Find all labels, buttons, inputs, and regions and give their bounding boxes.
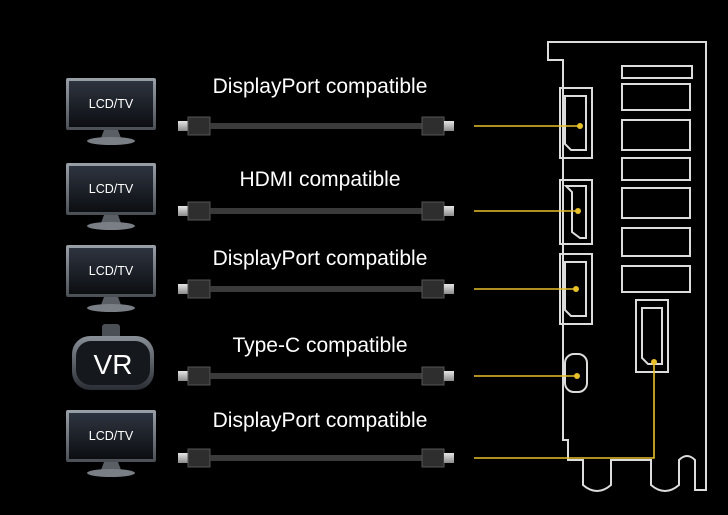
plug-housing-left	[187, 448, 211, 468]
plug-tip-left	[178, 284, 188, 294]
vent-slot	[621, 265, 691, 293]
plug-tip-left	[178, 206, 188, 216]
vr-headset-icon: VR	[72, 324, 154, 390]
plug-tip-left	[178, 371, 188, 381]
plug-housing-left	[187, 279, 211, 299]
plug-housing-right	[421, 279, 445, 299]
cable-displayport	[178, 448, 454, 468]
bracket-outline	[547, 41, 707, 492]
cable-wire	[210, 286, 422, 292]
plug-housing-left	[187, 116, 211, 136]
io-bracket	[547, 41, 707, 492]
monitor-icon: LCD/TV	[66, 78, 156, 145]
cable-displayport	[178, 279, 454, 299]
plug-tip-left	[178, 453, 188, 463]
device-label: LCD/TV	[89, 97, 134, 111]
cable-label-row-2: HDMI compatible	[239, 168, 401, 191]
device-label: LCD/TV	[89, 182, 134, 196]
cable-label-row-4: Type-C compatible	[232, 334, 408, 357]
monitor-icon: LCD/TV	[66, 410, 156, 477]
plug-housing-left	[187, 201, 211, 221]
row-5: LCD/TV	[66, 410, 454, 477]
plug-tip-right	[444, 284, 454, 294]
plug-housing-right	[421, 116, 445, 136]
cable-label-row-5: DisplayPort compatible	[212, 409, 428, 432]
cable-displayport	[178, 116, 454, 136]
vent-slot	[621, 65, 693, 79]
vent-slot	[621, 119, 691, 151]
plug-tip-right	[444, 206, 454, 216]
cable-wire	[210, 373, 422, 379]
monitor-icon: LCD/TV	[66, 163, 156, 230]
plug-tip-right	[444, 371, 454, 381]
cable-wire	[210, 455, 422, 461]
port-usb-type-c	[564, 353, 588, 393]
cable-label-row-3: DisplayPort compatible	[212, 247, 428, 270]
plug-tip-right	[444, 453, 454, 463]
row-1: LCD/TV	[66, 78, 454, 145]
row-2: LCD/TV	[66, 163, 454, 230]
vent-slot	[621, 227, 691, 257]
row-3: LCD/TV	[66, 245, 454, 312]
vent-slot	[621, 157, 691, 181]
device-label: LCD/TV	[89, 264, 134, 278]
plug-housing-right	[421, 448, 445, 468]
vent-slot	[621, 83, 691, 111]
plug-tip-left	[178, 121, 188, 131]
cable-hdmi	[178, 201, 454, 221]
cable-wire	[210, 208, 422, 214]
rows-layer: LCD/TV LCD/TV LCD/TV VR LCD/TV	[66, 78, 454, 477]
plug-housing-right	[421, 366, 445, 386]
cable-wire	[210, 123, 422, 129]
port-hdmi	[559, 179, 593, 245]
port-displayport-1	[559, 87, 593, 159]
monitor-icon: LCD/TV	[66, 245, 156, 312]
connection-leads	[474, 123, 657, 459]
device-label: LCD/TV	[89, 429, 134, 443]
cable-usb-type-c	[178, 366, 454, 386]
vent-slot	[621, 187, 691, 219]
cable-label-row-1: DisplayPort compatible	[212, 75, 428, 98]
plug-tip-right	[444, 121, 454, 131]
plug-housing-right	[421, 201, 445, 221]
row-4: VR	[72, 324, 454, 390]
device-label: VR	[94, 349, 133, 380]
plug-housing-left	[187, 366, 211, 386]
